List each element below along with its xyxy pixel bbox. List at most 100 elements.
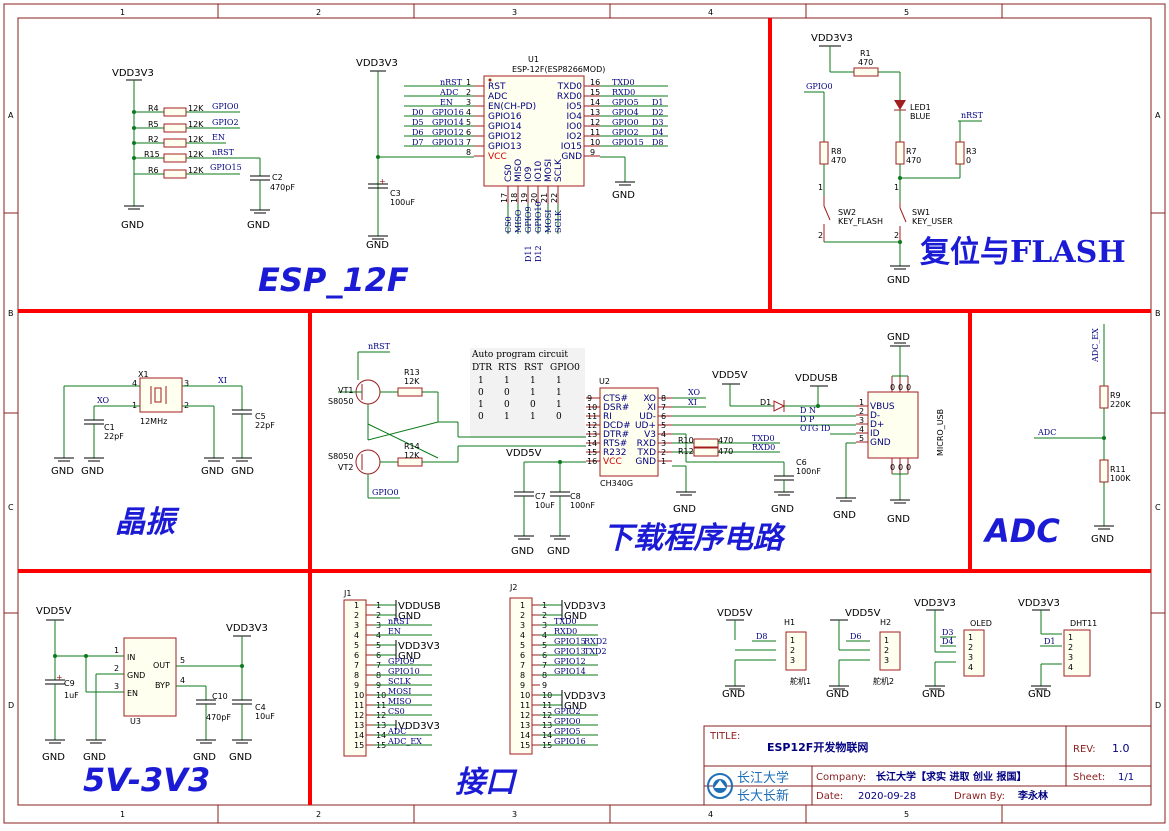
auto-cell: 0 (530, 400, 536, 410)
u1-pin-num: 2 (466, 88, 471, 97)
net-otg: OTG ID (800, 424, 830, 433)
r11-value: 100K (1110, 474, 1131, 483)
auto-cell: 1 (556, 400, 562, 410)
u1-pin-name: GPIO12 (488, 132, 522, 142)
u1-pin-num: 5 (466, 118, 471, 127)
net-xo: XO (688, 388, 701, 397)
u1-pin-num: 10 (590, 138, 600, 147)
x1-pin4: 4 (132, 379, 137, 388)
col-marker-2-bottom: 2 (316, 810, 321, 819)
u1-pin-num: 14 (590, 98, 600, 107)
j2-pin-num: 2 (520, 611, 525, 620)
usb-pin-name: D+ (870, 420, 884, 430)
auto-header: RST (524, 363, 543, 373)
gnd-label: GND (81, 466, 104, 477)
u1-pin-prefix: D11 (524, 245, 533, 262)
j2-pin-num: 5 (520, 641, 525, 650)
r12-ref: R12 (678, 447, 694, 456)
auto-cell: 0 (556, 412, 562, 422)
u2-pin-num: 12 (587, 421, 597, 430)
j2-pin-net: RXD0 (554, 627, 577, 636)
row-marker-a-right: A (1155, 111, 1161, 120)
u1-pin-net: EN (440, 98, 453, 107)
r8-ref: R8 (831, 147, 842, 156)
j2-pin-net: GPIO15 (554, 637, 586, 646)
vdd3v3-label: VDD3V3 (226, 623, 268, 634)
col-marker-3: 3 (512, 8, 517, 17)
h2-label: 舵机2 (873, 676, 894, 686)
row-marker-a: A (8, 111, 14, 120)
usb-pin-num: 1 (859, 398, 864, 407)
sw2-pin1: 1 (818, 183, 823, 192)
j1-pin-num: 12 (354, 711, 364, 720)
usb-shield-num: 0 (906, 463, 911, 472)
u1-pin-num: 20 (530, 193, 539, 203)
u1-pin-num: 3 (466, 98, 471, 107)
j2-pin-net: GPIO14 (554, 667, 586, 676)
r9-ref: R9 (1110, 391, 1121, 400)
net-dn: D N (800, 406, 816, 415)
vdd3v3-label: VDD3V3 (356, 58, 398, 69)
usb-pin-name: ID (870, 429, 880, 439)
u1-pin-net2: D2 (652, 108, 664, 117)
vdd5v-label: VDD5V (506, 448, 542, 459)
j1-pin-num: 5 (354, 641, 359, 650)
u1-pin-net: GPIO4 (612, 108, 639, 117)
col-marker-2: 2 (316, 8, 321, 17)
h1-ref: H1 (784, 618, 795, 627)
usb-shield-num: 0 (898, 463, 903, 472)
title-block: TITLE: ESP12F开发物联网 REV: 1.0 Company: 长江大… (703, 725, 1152, 806)
section-title-interface: 接口 (455, 765, 518, 800)
h1-pin3: 3 (790, 656, 795, 665)
h2-pin1: 1 (884, 636, 889, 645)
gnd-label: GND (887, 275, 910, 286)
u1-pin-name: IO5 (567, 102, 582, 112)
r12-value: 470 (718, 447, 733, 456)
j2-pin-num: 4 (520, 631, 525, 640)
u1-pin-num: 15 (590, 88, 600, 97)
crystal-circuit: X1 12MHz 4 3 1 2 XO XI C1 22pF C5 22pF G… (51, 370, 275, 477)
col-marker-5-bottom: 5 (904, 810, 909, 819)
r15-value: 12K (188, 150, 204, 159)
r11-ref: R11 (1110, 465, 1126, 474)
u1-pin-name: RXD0 (557, 92, 582, 102)
u1-pin-name: IO15 (561, 142, 582, 152)
gnd-label: GND (229, 752, 252, 763)
u1-pin-net2: D4 (652, 128, 664, 137)
gnd-label: GND (1028, 689, 1051, 700)
u1-pin-num: 21 (540, 193, 549, 203)
r15-ref: R15 (144, 150, 160, 159)
usb-pin-num: 4 (859, 425, 864, 434)
col-marker-3-bottom: 3 (512, 810, 517, 819)
regulator-circuit: VDD5V + C9 1uF GND GND U3 1 IN 2 GND 3 E… (36, 606, 275, 763)
vdd5v-label: VDD5V (845, 608, 881, 619)
j1-power-net: VDD3V3 (398, 641, 440, 652)
sw1-ref: SW1 (912, 208, 930, 217)
j2-pin-net: GPIO12 (554, 657, 586, 666)
c7-ref: C7 (535, 492, 546, 501)
u3-pin3-name: EN (127, 689, 138, 698)
date-value: 2020-09-28 (858, 791, 916, 802)
usb-shield-num: 0 (906, 383, 911, 392)
u1-pin-name: MISO (514, 159, 524, 182)
u1-pin-num: 1 (466, 78, 471, 87)
j1-pin-num: 14 (354, 731, 364, 740)
j2-pin-num: 3 (520, 621, 525, 630)
c3-value: 100uF (390, 198, 415, 207)
u2-pin-name: RI (603, 412, 612, 422)
gnd-label: GND (193, 752, 216, 763)
u1-pin-name: IO10 (534, 161, 544, 182)
u1-pin-name: TXD0 (557, 82, 583, 92)
u2-pin-num: 4 (661, 430, 666, 439)
u2-pin-name: RTS# (603, 439, 627, 449)
vt2-ref: VT2 (338, 463, 353, 472)
u2-pin-num: 11 (587, 412, 597, 421)
u1-pin-net: GPIO5 (612, 98, 639, 107)
j1-pin-net: ADC (387, 727, 406, 736)
oled-pin4: 4 (968, 663, 973, 672)
auto-header: RTS (498, 363, 517, 373)
u1-pin-net: GPIO16 (432, 108, 464, 117)
